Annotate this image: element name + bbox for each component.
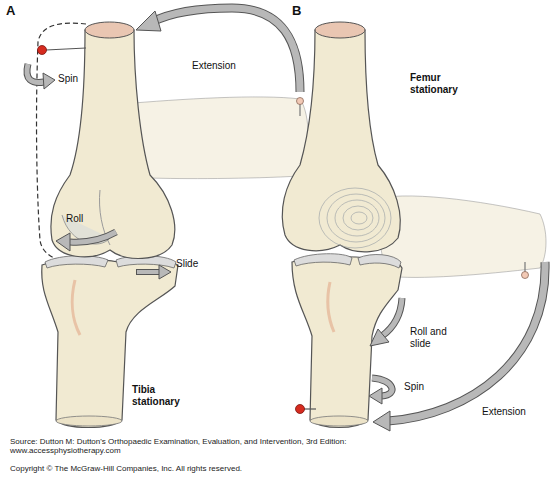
marker-pin — [524, 262, 525, 272]
ghost-femur — [122, 97, 308, 179]
motion-label: Extension — [482, 406, 526, 418]
condyle-spiral — [319, 188, 391, 248]
extension-arrow — [152, 8, 300, 92]
motion-label: Spin — [58, 73, 78, 85]
roll-arrow — [70, 232, 116, 242]
condyle-ring — [335, 200, 379, 236]
motion-label: Roll and slide — [410, 326, 454, 349]
tibia-end — [310, 416, 368, 426]
marker-pin — [46, 48, 86, 50]
condyle-ring — [319, 188, 391, 248]
panel-letter: A — [6, 4, 15, 19]
condyle-ring — [351, 212, 367, 224]
spin-arrow — [27, 64, 44, 82]
meniscus — [294, 254, 352, 266]
arrowhead — [43, 73, 55, 89]
motion-label: Slide — [176, 258, 198, 270]
marker-pin-head — [522, 272, 529, 279]
femur-cut-end — [315, 22, 365, 38]
roll-slide-arrow — [382, 298, 402, 336]
arrowhead — [136, 11, 161, 31]
extension-arrow — [152, 8, 300, 92]
panel-b-illustration — [282, 22, 546, 431]
meniscus — [45, 256, 108, 268]
condyle-ring — [343, 206, 373, 230]
motion-label: Roll — [66, 213, 83, 225]
extension-arrow — [388, 262, 545, 421]
femur-bone — [282, 30, 400, 252]
arrowhead — [56, 233, 70, 251]
femur-bone — [51, 30, 175, 258]
slide-arrow — [137, 270, 160, 274]
marker-pin — [304, 408, 316, 409]
marker-pin — [299, 104, 300, 116]
source-note: Source: Dutton M: Dutton's Orthopaedic E… — [10, 437, 430, 455]
motion-label: Spin — [404, 381, 424, 393]
arrowhead — [370, 329, 389, 346]
bone-label: Femur stationary — [410, 72, 472, 95]
panel-a-illustration — [27, 8, 308, 428]
marker-pin-head — [38, 46, 47, 55]
marker-pin-head — [297, 98, 304, 105]
femur-cut-end — [85, 22, 134, 38]
meniscus — [358, 255, 401, 268]
slide-arrow — [136, 269, 160, 275]
tibial-tubercle-shade — [72, 280, 80, 335]
panel-letter: B — [292, 4, 301, 19]
extension-arrow — [388, 262, 545, 421]
arrowhead — [373, 411, 390, 431]
arrowhead — [369, 388, 382, 404]
motion-label: Extension — [192, 60, 236, 72]
tibia-bone — [292, 257, 402, 428]
roll-arrow — [70, 232, 116, 242]
spin-arrow — [27, 64, 44, 82]
bone-label: Tibia stationary — [132, 384, 190, 407]
tibia-end — [56, 416, 122, 426]
copyright-note: Copyright © The McGraw-Hill Companies, I… — [10, 464, 410, 473]
arrowhead — [159, 265, 171, 279]
marker-pin-head — [296, 405, 305, 414]
roll-slide-arrow — [382, 298, 402, 336]
condyle-ring — [327, 194, 385, 242]
tibial-tubercle-shade — [328, 282, 334, 332]
